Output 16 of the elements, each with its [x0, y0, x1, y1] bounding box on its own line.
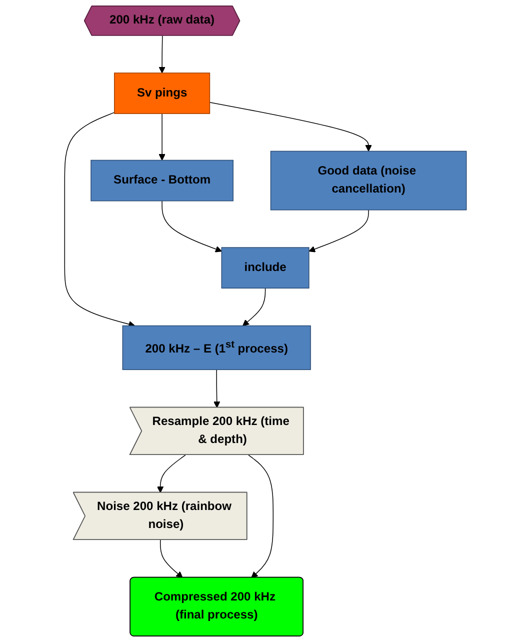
arrow [214, 369, 220, 408]
arrow [158, 35, 166, 74]
node-box: Sv pings [114, 72, 210, 114]
arrow [162, 200, 222, 252]
node-box: 200 kHz – E (1$^{st}$ process) [122, 325, 311, 370]
arrow [64, 112, 136, 328]
node-box: include [221, 247, 310, 289]
arrow [160, 540, 183, 578]
arrow [156, 454, 186, 493]
node-box: Good data (noise cancellation) [270, 150, 467, 210]
node-box: Surface - Bottom [90, 160, 234, 202]
arrow [209, 102, 372, 152]
arrow [242, 288, 266, 326]
arrow [248, 454, 274, 578]
arrow [158, 113, 166, 161]
arrow [308, 210, 369, 252]
